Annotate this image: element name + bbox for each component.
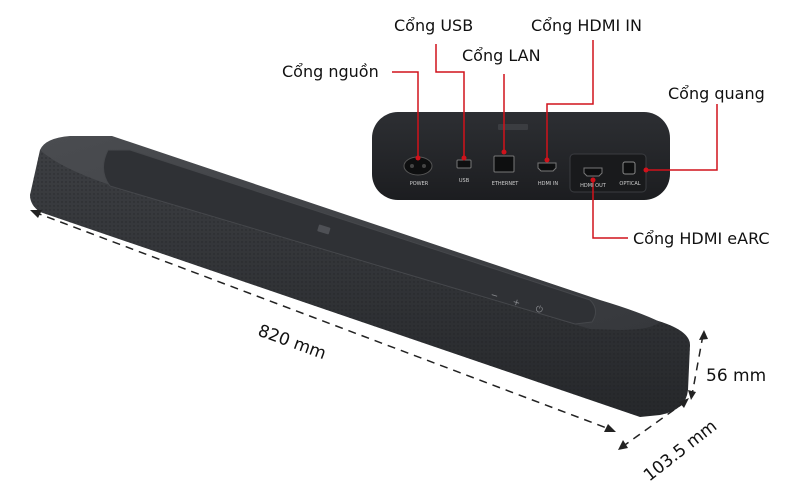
length-dimension-line: [33, 211, 613, 431]
dimension-lines: [33, 211, 704, 448]
callout-line-power: [392, 71, 419, 158]
ethernet-port-icon: [493, 155, 515, 173]
minus-icon: −: [489, 290, 499, 302]
port-label-hdmi-in: HDMI IN: [537, 181, 559, 187]
height-dimension-line: [691, 334, 704, 396]
callout-dots: [415, 149, 649, 183]
callout-usb: Cổng USB: [394, 16, 474, 35]
usb-port-icon: [456, 159, 472, 169]
callout-line-hdmi-in: [546, 40, 594, 160]
soundbar-top-panel: [103, 149, 596, 325]
plus-icon: +: [511, 297, 521, 309]
port-label-ethernet: ETHERNET: [491, 181, 519, 187]
port-label-hdmi-out: HDMI OUT: [580, 183, 606, 189]
callout-hdmi-earc: Cổng HDMI eARC: [633, 229, 770, 248]
port-label-optical: OPTICAL: [619, 181, 641, 187]
hdmi-out-port-icon: [583, 167, 603, 177]
soundbar: − + ⏻: [30, 136, 690, 417]
optical-port-icon: [622, 161, 636, 175]
callout-lan: Cổng LAN: [462, 46, 541, 65]
power-icon: ⏻: [534, 303, 544, 316]
port-label-power: POWER: [409, 181, 429, 187]
jbl-logo: [317, 224, 331, 235]
callout-line-optical: [646, 104, 718, 171]
callout-lines: [392, 40, 718, 239]
callout-power: Cổng nguồn: [282, 62, 379, 81]
callout-line-usb: [435, 44, 465, 158]
callout-optical: Cổng quang: [668, 84, 765, 103]
callout-hdmi-in: Cổng HDMI IN: [531, 16, 642, 35]
dimension-arrowheads: [30, 210, 708, 450]
port-label-usb: USB: [458, 178, 470, 184]
callout-line-hdmi-earc: [592, 180, 628, 239]
dimension-height: 56 mm: [706, 366, 767, 386]
hdmi-in-port-icon: [537, 162, 557, 172]
